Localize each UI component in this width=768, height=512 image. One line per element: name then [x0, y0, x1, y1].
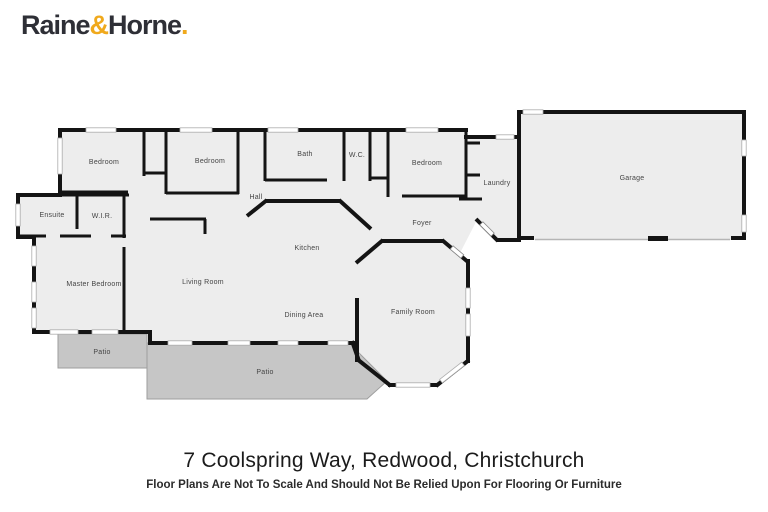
logo-text-horne: Horne	[108, 10, 182, 40]
room-label-bedroom-3: Bedroom	[412, 160, 442, 167]
patios	[57, 333, 388, 400]
windows	[15, 109, 747, 388]
room-label-ensuite: Ensuite	[39, 212, 64, 219]
room-labels: Bedroom Bedroom Bath W.C. Bedroom Laundr…	[39, 151, 644, 376]
floor-fills	[18, 112, 746, 385]
raine-horne-logo: Raine&Horne.	[21, 10, 188, 41]
room-label-patio-main: Patio	[256, 369, 273, 376]
logo-text-raine: Raine	[21, 10, 91, 40]
room-label-wc: W.C.	[349, 152, 365, 159]
room-label-laundry: Laundry	[483, 180, 510, 187]
room-label-kitchen: Kitchen	[294, 245, 319, 252]
room-label-foyer: Foyer	[412, 220, 432, 227]
room-label-dining-area: Dining Area	[285, 312, 324, 319]
family-room-door	[449, 245, 465, 259]
room-label-garage: Garage	[620, 175, 645, 182]
room-label-patio-left: Patio	[93, 349, 110, 356]
garage-floor	[519, 112, 746, 240]
room-label-hall: Hall	[249, 194, 262, 201]
room-label-bedroom-1: Bedroom	[89, 159, 119, 166]
room-label-bath: Bath	[297, 151, 312, 158]
front-door	[479, 221, 495, 237]
logo-period: .	[181, 10, 188, 40]
floor-plan-disclaimer: Floor Plans Are Not To Scale And Should …	[146, 479, 622, 491]
room-label-wir: W.I.R.	[92, 213, 113, 220]
house-floor	[18, 130, 519, 385]
room-label-living-room: Living Room	[182, 279, 224, 286]
room-label-bedroom-2: Bedroom	[195, 158, 225, 165]
garage-door-pier	[648, 236, 668, 241]
room-label-master-bedroom: Master Bedroom	[66, 281, 121, 288]
property-address: 7 Coolspring Way, Redwood, Christchurch	[183, 449, 585, 472]
logo-ampersand: &	[89, 10, 109, 40]
room-label-family-room: Family Room	[391, 309, 435, 316]
entry-doors	[449, 221, 495, 259]
interior-walls	[18, 130, 482, 333]
